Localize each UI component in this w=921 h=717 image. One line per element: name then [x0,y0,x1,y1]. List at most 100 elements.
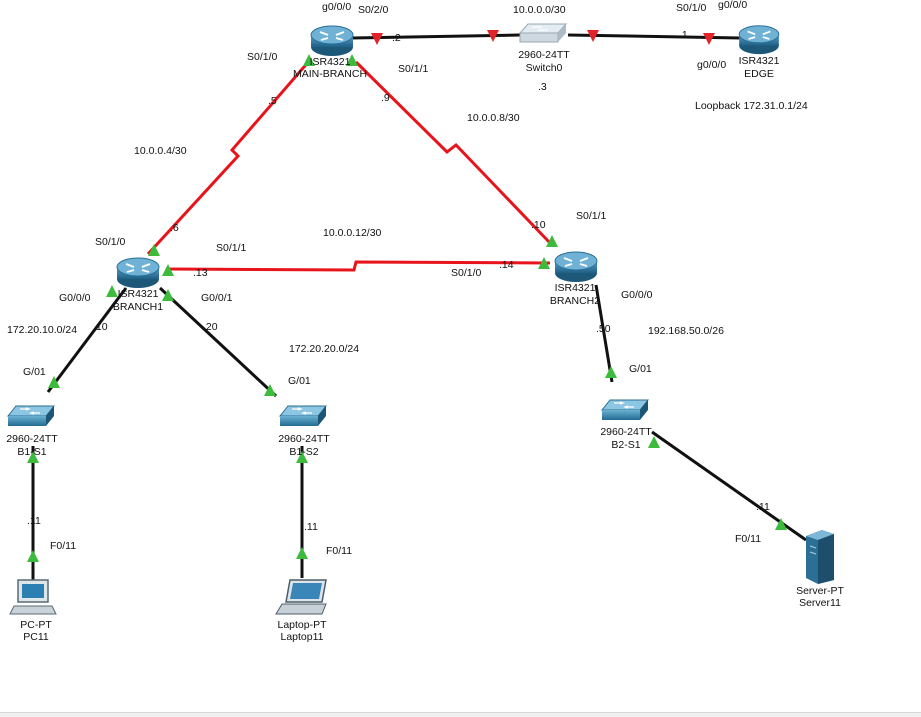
device-name: PC11 [23,631,49,643]
network-label: 10.0.0.12/30 [323,227,382,239]
device-name: MAIN-BRANCH [293,68,367,80]
device-model: ISR4321 [310,56,351,68]
device-name: Laptop11 [280,631,323,643]
switch-icon [7,405,55,427]
interface-label: F0/11 [50,540,76,552]
laptop-laptop11[interactable]: Laptop-PT Laptop11 [275,579,327,643]
interface-label: S0/1/1 [398,63,429,75]
server-server11[interactable]: Server-PT Server11 [796,530,845,609]
switch-icon [601,399,649,421]
switch-b1-s1[interactable]: 2960-24TT B1-S1 [6,405,58,458]
ip-label: .5 [268,95,277,107]
device-model: ISR4321 [555,282,596,294]
device-model: 2960-24TT [518,49,570,61]
interface-label: S0/1/0 [247,51,278,63]
interface-label: g0/0/0 [322,1,351,13]
device-name: Switch0 [526,62,563,74]
interface-label: G/01 [288,375,311,387]
router-icon [310,25,354,57]
ip-label: .10 [93,321,108,333]
switch-switch0[interactable]: 2960-24TT Switch0 [518,23,570,74]
router-main-branch[interactable]: ISR4321 MAIN-BRANCH [293,25,367,80]
router-icon [116,257,160,289]
network-label: 172.20.10.0/24 [7,324,77,336]
interface-label: F0/11 [735,533,761,545]
device-name: B1-S2 [289,446,318,458]
switch-icon [519,23,567,43]
device-model: 2960-24TT [6,433,58,445]
ip-label: .2 [392,32,401,44]
interface-label: S0/1/0 [451,267,482,279]
ip-label: .9 [381,92,390,104]
link-up-icon [296,547,308,559]
link-branch1-branch2-serial[interactable] [165,260,551,272]
ip-label: .20 [203,321,218,333]
device-model: Server-PT [796,585,844,597]
device-model: 2960-24TT [278,433,330,445]
topology-labels: g0/0/0 S0/2/0 10.0.0.0/30 S0/1/0 g0/0/0 … [7,0,808,557]
device-model: ISR4321 [739,55,780,67]
link-branch1-b1s2[interactable] [158,286,278,398]
router-icon [554,251,598,283]
ip-label: .11 [756,501,770,513]
link-up-icon [605,366,617,378]
device-name: BRANCH2 [550,295,600,307]
interface-label: g0/0/0 [718,0,747,11]
device-name: B1-S1 [17,446,46,458]
network-label: 10.0.0.0/30 [513,4,566,16]
ip-label: .11 [27,515,41,527]
device-model: PC-PT [20,619,52,631]
device-name: BRANCH1 [113,301,163,313]
interface-label: G0/0/0 [621,289,653,301]
router-icon [738,24,780,55]
ip-label: .10 [531,219,546,231]
interface-label: S0/2/0 [358,4,389,16]
pc-icon [9,579,57,615]
device-model: Laptop-PT [277,619,327,631]
link-branch2-b2s1[interactable] [594,284,614,383]
device-name: B2-S1 [611,439,640,451]
link-up-icon [106,285,118,297]
network-label: 10.0.0.4/30 [134,145,187,157]
interface-label: S0/1/1 [576,210,607,222]
server-icon [806,530,834,584]
link-branch1-b1s1[interactable] [46,287,128,393]
ip-label: .6 [170,222,179,234]
pc-pc11[interactable]: PC-PT PC11 [9,579,57,643]
interface-label: S0/1/0 [95,236,126,248]
router-branch1[interactable]: ISR4321 BRANCH1 [113,257,163,313]
device-name: Server11 [799,597,841,609]
link-up-icon [27,550,39,562]
device-model: ISR4321 [118,288,159,300]
switch-icon [279,405,327,427]
interface-label: S0/1/0 [676,2,707,14]
interface-label: G/01 [629,363,652,375]
ip-label: .1 [679,29,688,41]
network-label: 172.20.20.0/24 [289,343,359,355]
interface-label: G0/0/0 [59,292,91,304]
link-main-branch1-serial[interactable] [146,59,312,256]
interface-label: g0/0/0 [697,59,726,71]
ip-label: .13 [193,267,208,279]
ip-label: .3 [538,81,547,93]
switch-b1-s2[interactable]: 2960-24TT B1-S2 [278,405,330,458]
interface-label: F0/11 [326,545,352,557]
router-branch2[interactable]: ISR4321 BRANCH2 [550,251,600,307]
network-label: 192.168.50.0/26 [648,325,724,337]
switch-b2-s1[interactable]: 2960-24TT B2-S1 [600,399,652,451]
interface-label: S0/1/1 [216,242,247,254]
laptop-icon [275,579,327,615]
links [31,33,807,580]
device-name: EDGE [744,68,774,80]
router-edge[interactable]: ISR4321 EDGE [738,24,780,80]
ip-label: .11 [304,521,318,533]
device-model: 2960-24TT [600,426,652,438]
interface-label: G0/0/1 [201,292,233,304]
ip-label: .50 [596,323,611,335]
workspace-bottom-edge [0,712,921,717]
link-main-branch2-serial[interactable] [354,60,553,246]
network-label: 10.0.0.8/30 [467,112,520,124]
loopback-label: Loopback 172.31.0.1/24 [695,100,808,112]
interface-label: G/01 [23,366,46,378]
